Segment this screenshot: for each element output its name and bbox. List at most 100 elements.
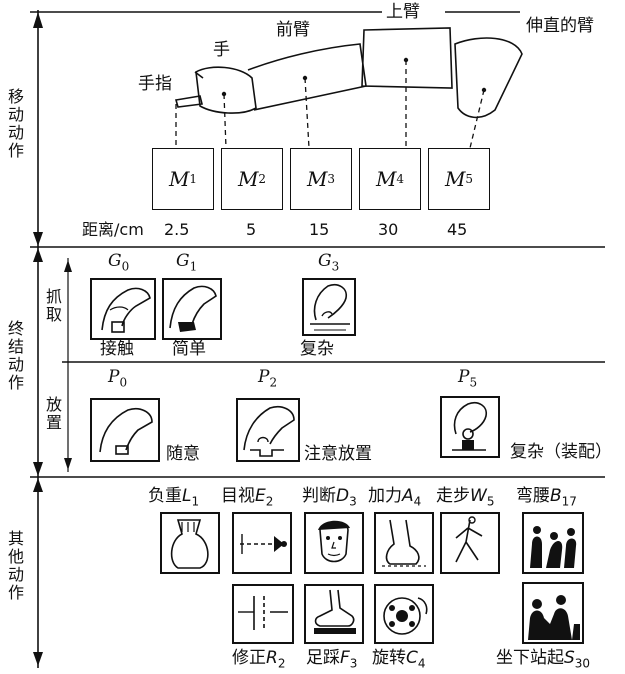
other-subscript: 4 xyxy=(417,656,426,671)
grasp-simple-icon xyxy=(162,278,222,340)
other-symbol: L xyxy=(182,486,192,506)
distance-value: 45 xyxy=(447,220,468,239)
code-subscript: 5 xyxy=(469,375,478,390)
other-text: 负重 xyxy=(148,486,182,506)
other-label-bend: 弯腰B17 xyxy=(516,486,577,509)
other-symbol: W xyxy=(470,486,487,506)
move-symbol: M xyxy=(375,167,397,191)
hand-label: 手 xyxy=(213,40,230,60)
place-random-icon xyxy=(90,398,160,462)
place-careful-icon xyxy=(236,398,300,462)
distance-value: 30 xyxy=(378,220,399,239)
distance-label: 距离/cm xyxy=(82,220,144,239)
foot-pedal-icon xyxy=(304,584,364,644)
apply-force-icon xyxy=(374,512,434,574)
eye-view-icon xyxy=(232,512,292,574)
grasp-complex-icon xyxy=(302,278,356,336)
other-text: 旋转 xyxy=(372,648,406,668)
grasp-code-g0: G0 xyxy=(108,251,130,274)
other-text: 修正 xyxy=(232,648,266,668)
place-label: 复杂（装配） xyxy=(510,442,612,462)
move-subscript: 2 xyxy=(258,172,267,186)
other-symbol: F xyxy=(340,648,350,668)
walk-icon xyxy=(440,512,500,574)
other-label-decide: 判断D3 xyxy=(302,486,357,509)
other-symbol: A xyxy=(402,486,414,506)
correct-icon xyxy=(232,584,294,644)
code-symbol: G xyxy=(108,251,122,271)
code-symbol: P xyxy=(458,367,470,387)
other-text: 足踩 xyxy=(306,648,340,668)
move-subscript: 3 xyxy=(327,172,336,186)
other-symbol: R xyxy=(266,648,278,668)
code-subscript: 0 xyxy=(119,375,128,390)
weight-bag-icon xyxy=(160,512,220,574)
other-text: 目视 xyxy=(221,486,255,506)
grasp-contact-icon xyxy=(90,278,156,340)
sit-stand-icon xyxy=(522,582,584,644)
grasp-code-g3: G3 xyxy=(318,251,340,274)
move-subscript: 4 xyxy=(396,172,405,186)
place-label: 注意放置 xyxy=(304,444,372,464)
other-symbol: C xyxy=(406,648,418,668)
code-subscript: 2 xyxy=(269,375,278,390)
other-label-rotate: 旋转C4 xyxy=(372,648,426,671)
other-text: 坐下站起 xyxy=(496,648,564,668)
place-assembly-icon xyxy=(440,396,500,458)
code-symbol: P xyxy=(108,367,120,387)
section-terminal-label: 终结动作 xyxy=(5,320,24,392)
code-subscript: 1 xyxy=(189,259,198,274)
other-label-load: 负重L1 xyxy=(148,486,200,509)
other-label-walk: 走步W5 xyxy=(436,486,494,508)
section-move-label: 移动动作 xyxy=(5,88,24,160)
grasp-label: 接触 xyxy=(100,339,134,359)
judge-face-icon xyxy=(304,512,364,574)
move-symbol: M xyxy=(306,167,328,191)
move-symbol: M xyxy=(237,167,259,191)
rotate-icon xyxy=(374,584,434,644)
finger-label: 手指 xyxy=(138,74,172,94)
move-symbol: M xyxy=(444,167,466,191)
other-subscript: 17 xyxy=(561,494,577,509)
code-subscript: 3 xyxy=(331,259,340,274)
other-label-correct: 修正R2 xyxy=(232,648,286,671)
section-grasp-label: 抓取 xyxy=(43,288,62,324)
code-symbol: G xyxy=(176,251,190,271)
other-text: 判断 xyxy=(302,486,336,506)
other-text: 弯腰 xyxy=(516,486,550,506)
distance-value: 5 xyxy=(246,220,257,239)
other-label-sit-stand: 坐下站起S30 xyxy=(496,648,590,670)
other-subscript: 2 xyxy=(277,656,286,671)
code-symbol: G xyxy=(318,251,332,271)
section-other-label: 其他动作 xyxy=(5,530,24,602)
other-symbol: E xyxy=(255,486,266,506)
other-subscript: 1 xyxy=(191,494,200,509)
code-subscript: 0 xyxy=(121,259,130,274)
other-label-eye: 目视E2 xyxy=(221,486,273,508)
extended-arm-label: 伸直的臂 xyxy=(526,16,594,36)
place-code-p5: P5 xyxy=(458,367,478,390)
distance-value: 2.5 xyxy=(164,220,190,239)
place-code-p0: P0 xyxy=(108,367,128,390)
connector-lines xyxy=(175,60,485,149)
distance-value: 15 xyxy=(309,220,330,239)
other-label-force: 加力A4 xyxy=(368,486,422,509)
move-subscript: 1 xyxy=(189,172,198,186)
place-code-p2: P2 xyxy=(258,369,278,390)
other-text: 走步 xyxy=(436,486,470,506)
other-subscript: 4 xyxy=(413,494,422,509)
other-label-pedal: 足踩F3 xyxy=(306,648,357,670)
other-symbol: D xyxy=(336,486,350,506)
grasp-label: 简单 xyxy=(172,339,206,359)
other-subscript: 3 xyxy=(349,494,357,509)
move-symbol: M xyxy=(168,167,190,191)
upper-arm-label: 上臂 xyxy=(386,2,420,22)
other-symbol: S xyxy=(564,648,575,668)
